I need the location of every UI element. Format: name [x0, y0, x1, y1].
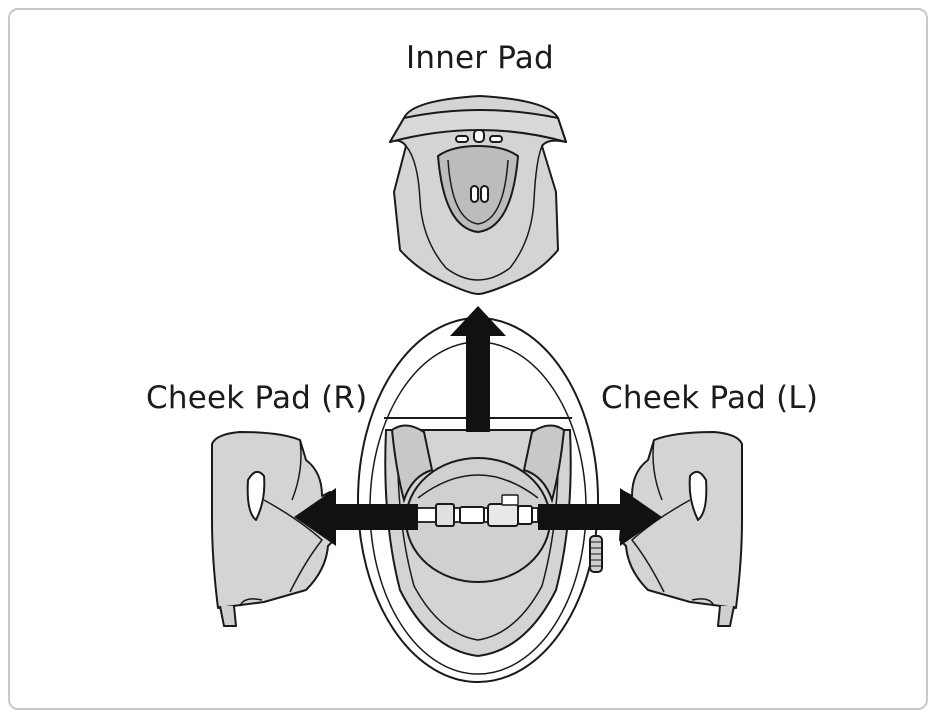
- arrow-up: [450, 306, 506, 432]
- inner-pad-label: Inner Pad: [406, 40, 554, 76]
- cheek-pad-right: [211, 431, 335, 627]
- arrow-right: [538, 488, 662, 546]
- cheek-pad-left-label: Cheek Pad (L): [601, 380, 819, 416]
- cheek-pad-right-label: Cheek Pad (R): [146, 380, 368, 416]
- helmet-shell: [357, 317, 603, 683]
- cheek-pad-left: [619, 431, 743, 627]
- inner-pad: [389, 95, 567, 295]
- arrow-left: [294, 488, 418, 546]
